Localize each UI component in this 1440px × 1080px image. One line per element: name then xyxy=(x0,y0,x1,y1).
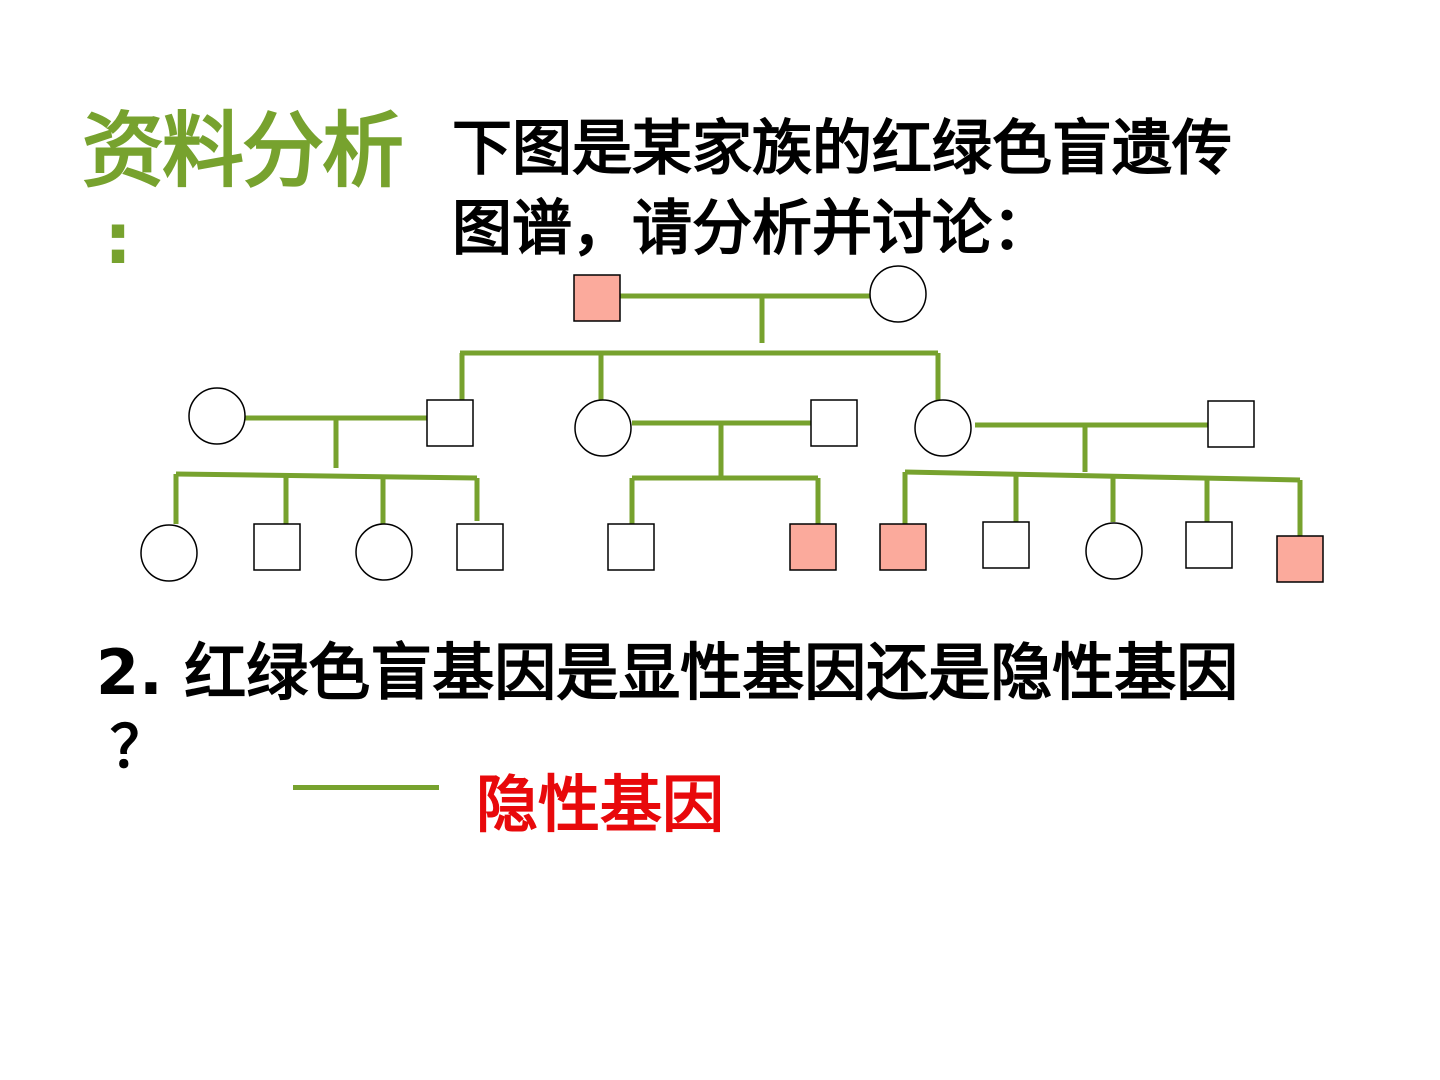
pedigree-male-III-6-affected xyxy=(789,523,837,571)
intro-text-line-1: 下图是某家族的红绿色盲遗传 xyxy=(452,114,1232,184)
answer-text: 隐性基因 xyxy=(476,768,725,841)
pedigree-female-II-1 xyxy=(188,387,246,445)
pedigree-male-II-4 xyxy=(810,399,858,447)
pedigree-male-III-7-affected xyxy=(879,523,927,571)
pedigree-female-II-3 xyxy=(574,399,632,457)
pedigree-male-III-4 xyxy=(456,523,504,571)
pedigree-male-I-1-affected xyxy=(573,274,621,322)
pedigree-female-I-2 xyxy=(869,265,927,323)
pedigree-male-II-6 xyxy=(1207,400,1255,448)
pedigree-female-III-3 xyxy=(355,523,413,581)
slide-title: 资料分析 xyxy=(82,104,404,199)
slide-title-colon: : xyxy=(104,198,132,280)
question-text: 2. 红绿色盲基因是显性基因还是隐性基因 xyxy=(96,636,1239,709)
pedigree-female-III-9 xyxy=(1085,522,1143,580)
question-mark: ？ xyxy=(110,713,169,781)
pedigree-male-III-2 xyxy=(253,523,301,571)
answer-dash xyxy=(293,785,439,790)
pedigree-female-III-1 xyxy=(140,524,198,582)
pedigree-male-III-8 xyxy=(982,521,1030,569)
pedigree-male-III-10 xyxy=(1185,521,1233,569)
pedigree-male-III-11-affected xyxy=(1276,535,1324,583)
pedigree-female-II-5 xyxy=(914,399,972,457)
pedigree-male-III-5 xyxy=(607,523,655,571)
pedigree-line-9 xyxy=(175,471,478,481)
pedigree-line-21 xyxy=(904,469,1301,483)
intro-text-line-2: 图谱，请分析并讨论： xyxy=(452,194,1052,264)
pedigree-male-II-2 xyxy=(426,399,474,447)
